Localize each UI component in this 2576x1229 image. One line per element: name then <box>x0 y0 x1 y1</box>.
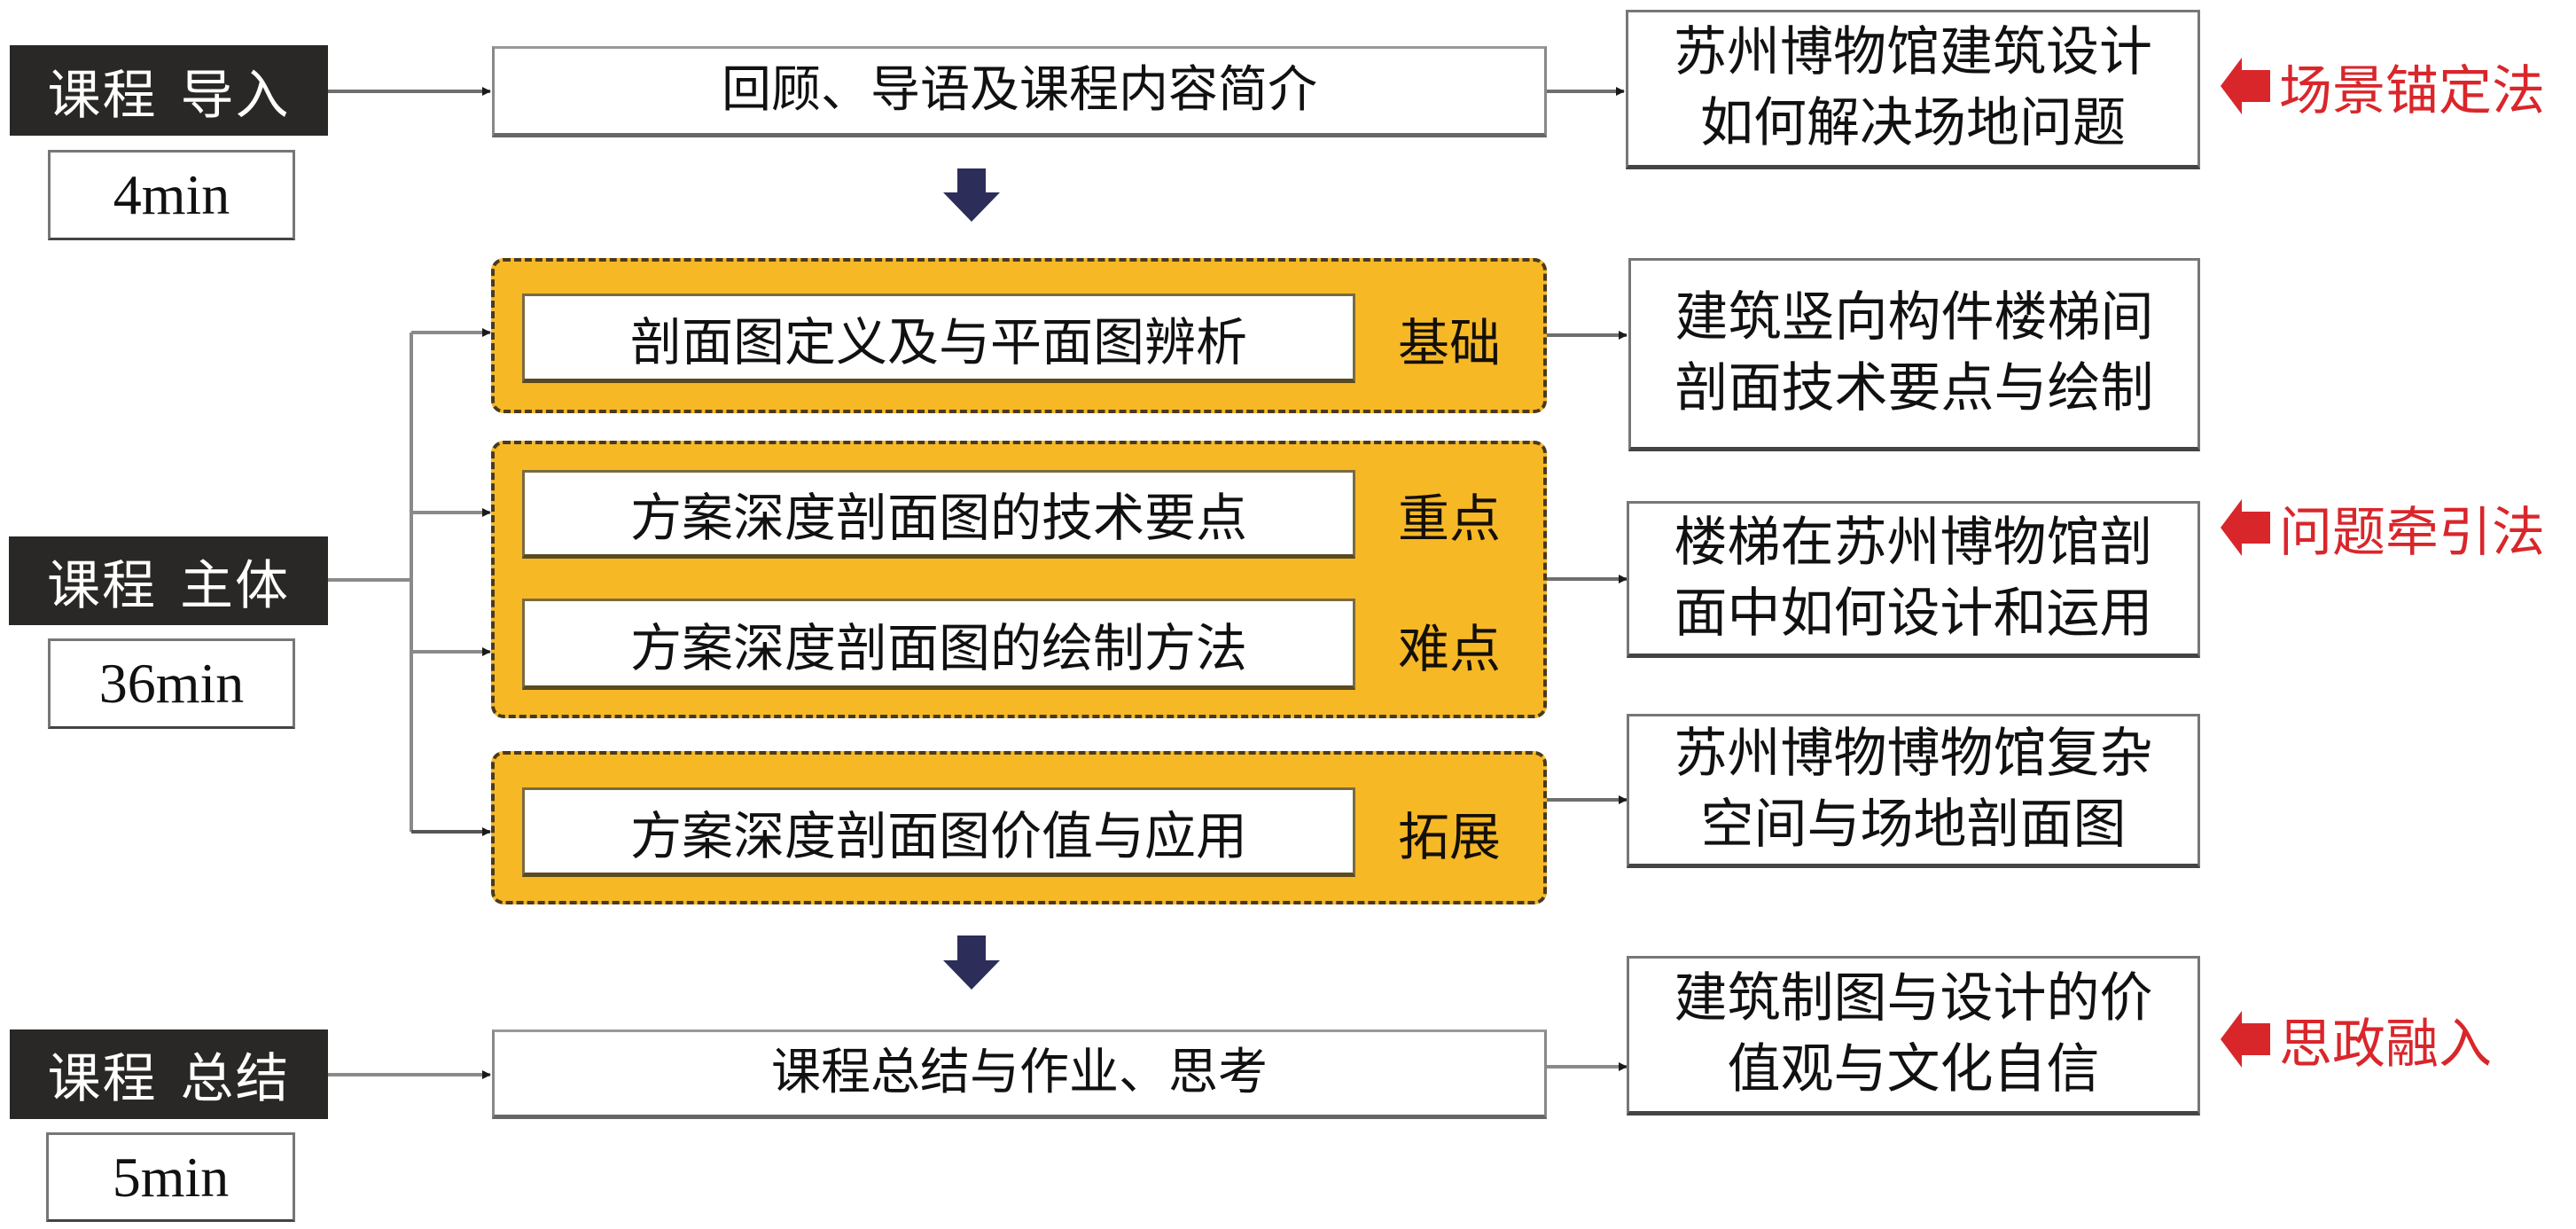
outcome-line: 苏州博物馆建筑设计 <box>1674 21 2152 84</box>
stage-label-body: 课程 主体 <box>9 536 328 625</box>
stage-label-prefix: 课程 <box>47 64 158 127</box>
outcome-line: 楼梯在苏州博物馆剖 <box>1674 511 2153 574</box>
outcome-line: 苏州博物博物馆复杂 <box>1674 723 2153 786</box>
intro-content-box: 回顾、导语及课程内容简介 <box>492 46 1547 137</box>
outcome-line: 空间与场地剖面图 <box>1700 794 2127 856</box>
body-item-content: 剖面图定义及与平面图辨析 <box>522 294 1355 383</box>
body-outcome-box: 建筑竖向构件楼梯间 剖面技术要点与绘制 <box>1628 258 2200 451</box>
body-outcome-box: 楼梯在苏州博物馆剖 面中如何设计和运用 <box>1627 501 2200 658</box>
red-left-arrow-icon <box>2221 499 2270 556</box>
method-text: 问题牵引法 <box>2279 501 2545 564</box>
body-item-tag: 基础 <box>1397 312 1501 373</box>
stage-label-prefix: 课程 <box>47 554 157 617</box>
duration-body: 36min <box>48 638 295 729</box>
body-item-content: 方案深度剖面图价值与应用 <box>522 787 1355 877</box>
duration-summary: 5min <box>46 1132 295 1222</box>
summary-outcome-box: 建筑制图与设计的价 值观与文化自信 <box>1627 956 2200 1115</box>
flow-down-arrow-icon <box>943 168 1000 222</box>
stage-label-intro: 课程 导入 <box>10 45 328 136</box>
stage-label-prefix: 课程 <box>47 1048 158 1110</box>
method-label-intro: 场景锚定法 <box>2221 55 2545 122</box>
method-label-body: 问题牵引法 <box>2221 497 2545 564</box>
red-left-arrow-icon <box>2221 1011 2270 1068</box>
stage-label-summary: 课程 总结 <box>10 1029 328 1119</box>
method-text: 思政融入 <box>2279 1013 2492 1076</box>
red-left-arrow-icon <box>2221 58 2270 114</box>
intro-outcome-box: 苏州博物馆建筑设计 如何解决场地问题 <box>1626 10 2200 169</box>
stage-label-name: 导入 <box>180 64 291 127</box>
outcome-line: 建筑竖向构件楼梯间 <box>1674 286 2154 349</box>
stage-label-name: 主体 <box>180 554 290 617</box>
outcome-line: 面中如何设计和运用 <box>1674 582 2153 645</box>
body-item-tag: 拓展 <box>1397 806 1501 867</box>
body-item-tag: 重点 <box>1397 489 1501 549</box>
duration-intro: 4min <box>48 150 295 240</box>
summary-content-box: 课程总结与作业、思考 <box>492 1029 1547 1119</box>
body-item-tag: 难点 <box>1397 618 1501 679</box>
method-text: 场景锚定法 <box>2279 59 2545 122</box>
body-outcome-box: 苏州博物博物馆复杂 空间与场地剖面图 <box>1627 714 2200 868</box>
body-item-content: 方案深度剖面图的绘制方法 <box>522 599 1355 690</box>
outcome-line: 建筑制图与设计的价 <box>1674 967 2153 1030</box>
outcome-line: 如何解决场地问题 <box>1700 92 2126 154</box>
flow-down-arrow-icon <box>943 935 1000 990</box>
body-item-content: 方案深度剖面图的技术要点 <box>522 470 1355 559</box>
outcome-line: 剖面技术要点与绘制 <box>1674 357 2154 419</box>
stage-label-name: 总结 <box>180 1048 291 1110</box>
outcome-line: 值观与文化自信 <box>1727 1038 2100 1100</box>
method-label-summary: 思政融入 <box>2221 1008 2492 1076</box>
